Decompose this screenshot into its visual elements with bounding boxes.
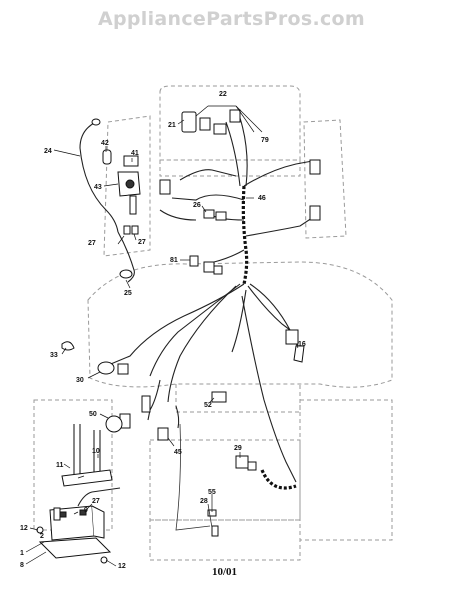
callout-24: 24 bbox=[44, 148, 52, 155]
callout-30: 30 bbox=[76, 377, 84, 384]
callout-27-c: 27 bbox=[92, 498, 100, 505]
callout-55: 55 bbox=[208, 489, 216, 496]
callout-1: 1 bbox=[20, 550, 24, 557]
callout-52: 52 bbox=[204, 402, 212, 409]
date-code: 10/01 bbox=[212, 566, 238, 578]
callout-10: 10 bbox=[92, 448, 100, 455]
callout-33: 33 bbox=[50, 352, 58, 359]
callout-45: 45 bbox=[174, 449, 182, 456]
callout-22: 22 bbox=[219, 91, 227, 98]
callout-27-a: 27 bbox=[88, 240, 96, 247]
callout-16: 16 bbox=[298, 341, 306, 348]
callout-27-b: 27 bbox=[138, 239, 146, 246]
callout-25: 25 bbox=[124, 290, 132, 297]
callout-26: 26 bbox=[193, 202, 201, 209]
callout-50: 50 bbox=[89, 411, 97, 418]
callout-28: 28 bbox=[200, 498, 208, 505]
callout-29: 29 bbox=[234, 445, 242, 452]
callout-8: 8 bbox=[20, 562, 24, 569]
callout-2: 2 bbox=[40, 533, 44, 540]
callout-21: 21 bbox=[168, 122, 176, 129]
callout-labels: 22 21 79 24 42 41 43 26 46 27 27 81 25 1… bbox=[20, 91, 306, 570]
callout-79: 79 bbox=[261, 137, 269, 144]
callout-41: 41 bbox=[131, 150, 139, 157]
callout-12-right: 12 bbox=[118, 563, 126, 570]
callout-42: 42 bbox=[101, 140, 109, 147]
callout-9: 9 bbox=[84, 507, 88, 514]
callout-81: 81 bbox=[170, 257, 178, 264]
battery-assembly bbox=[36, 424, 121, 564]
callout-43: 43 bbox=[94, 184, 102, 191]
callout-46: 46 bbox=[258, 195, 266, 202]
harness-connectors bbox=[61, 159, 321, 537]
callout-12-left: 12 bbox=[20, 525, 28, 532]
leader-lines bbox=[25, 105, 299, 567]
top-connectors bbox=[181, 109, 241, 135]
watermark: AppliancePartsPros.com bbox=[97, 8, 365, 30]
callout-11: 11 bbox=[56, 462, 64, 469]
tractor-outline bbox=[33, 85, 393, 561]
wire-24-assembly bbox=[79, 118, 141, 283]
